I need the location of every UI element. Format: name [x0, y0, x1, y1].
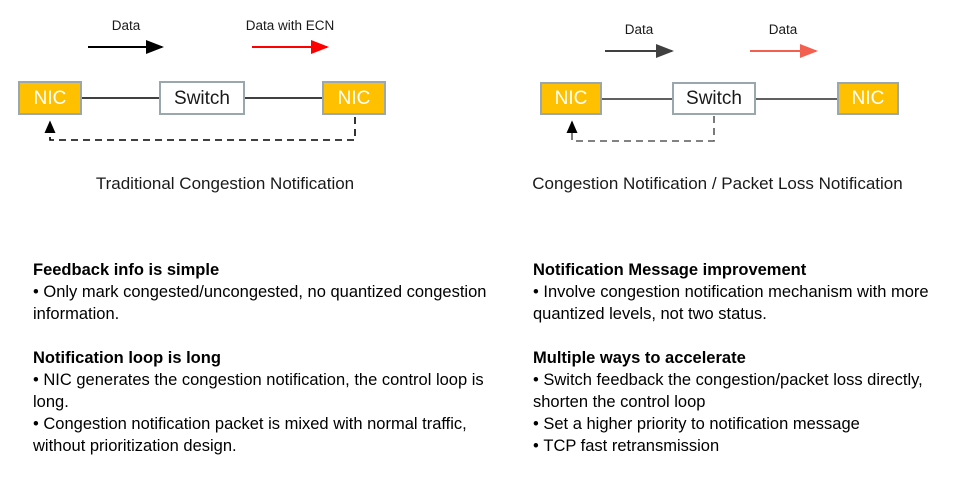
text-block-notification-message-improvement: Notification Message improvement Involve… — [533, 260, 953, 326]
bullet-item: Involve congestion notification mechanis… — [533, 282, 953, 326]
node-nic-left[interactable]: NIC — [540, 82, 602, 115]
bullet-item: Only mark congested/uncongested, no quan… — [33, 282, 498, 326]
node-nic-right[interactable]: NIC — [322, 81, 386, 115]
diagram-area: NIC Switch NIC Data Data with ECN Tradit… — [0, 0, 955, 215]
node-label: NIC — [337, 87, 371, 109]
text-block-feedback-info-is-simple: Feedback info is simple Only mark conges… — [33, 260, 498, 326]
arrow-label-data-with-ecn: Data with ECN — [245, 18, 335, 33]
bullet-item: NIC generates the congestion notificatio… — [33, 370, 498, 414]
text-area: Feedback info is simple Only mark conges… — [0, 260, 955, 499]
node-label: NIC — [33, 87, 67, 109]
diagram-left-caption: Traditional Congestion Notification — [95, 174, 355, 193]
bullet-list: Switch feedback the congestion/packet lo… — [533, 370, 953, 458]
bullet-item: Congestion notification packet is mixed … — [33, 414, 498, 458]
arrow-label-data-2: Data — [768, 22, 798, 37]
diagram-right-caption: Congestion Notification / Packet Loss No… — [532, 174, 903, 193]
block-heading: Notification loop is long — [33, 348, 221, 367]
node-switch[interactable]: Switch — [672, 82, 756, 115]
bullet-item: TCP fast retransmission — [533, 436, 953, 458]
diagram-congestion-packet-loss-notification: NIC Switch NIC Data Data Congestion Noti… — [480, 0, 955, 215]
node-switch[interactable]: Switch — [159, 81, 245, 115]
node-label: NIC — [851, 88, 885, 109]
bullet-list: NIC generates the congestion notificatio… — [33, 370, 498, 458]
arrow-label-data: Data — [111, 18, 141, 33]
bullet-item: Set a higher priority to notification me… — [533, 414, 953, 436]
diagram-left-lines — [44, 40, 356, 141]
text-column-right: Notification Message improvement Involve… — [533, 260, 953, 458]
node-nic-right[interactable]: NIC — [837, 82, 899, 115]
block-heading: Multiple ways to accelerate — [533, 348, 746, 367]
node-label: Switch — [686, 88, 742, 109]
text-column-left: Feedback info is simple Only mark conges… — [33, 260, 498, 458]
text-block-notification-loop-is-long: Notification loop is long NIC generates … — [33, 348, 498, 458]
feedback-path-dashed — [566, 116, 715, 142]
block-heading: Feedback info is simple — [33, 261, 220, 279]
bullet-list: Only mark congested/uncongested, no quan… — [33, 282, 498, 326]
node-label: Switch — [174, 87, 230, 109]
bullet-list: Involve congestion notification mechanis… — [533, 282, 953, 326]
bullet-item: Switch feedback the congestion/packet lo… — [533, 370, 953, 414]
node-nic-left[interactable]: NIC — [18, 81, 82, 115]
node-label: NIC — [554, 88, 588, 109]
arrow-label-data-1: Data — [624, 22, 654, 37]
diagram-traditional-congestion-notification: NIC Switch NIC Data Data with ECN Tradit… — [0, 0, 480, 215]
text-block-multiple-ways-to-accelerate: Multiple ways to accelerate Switch feedb… — [533, 348, 953, 458]
feedback-path-dashed — [44, 117, 356, 141]
block-heading: Notification Message improvement — [533, 261, 807, 279]
